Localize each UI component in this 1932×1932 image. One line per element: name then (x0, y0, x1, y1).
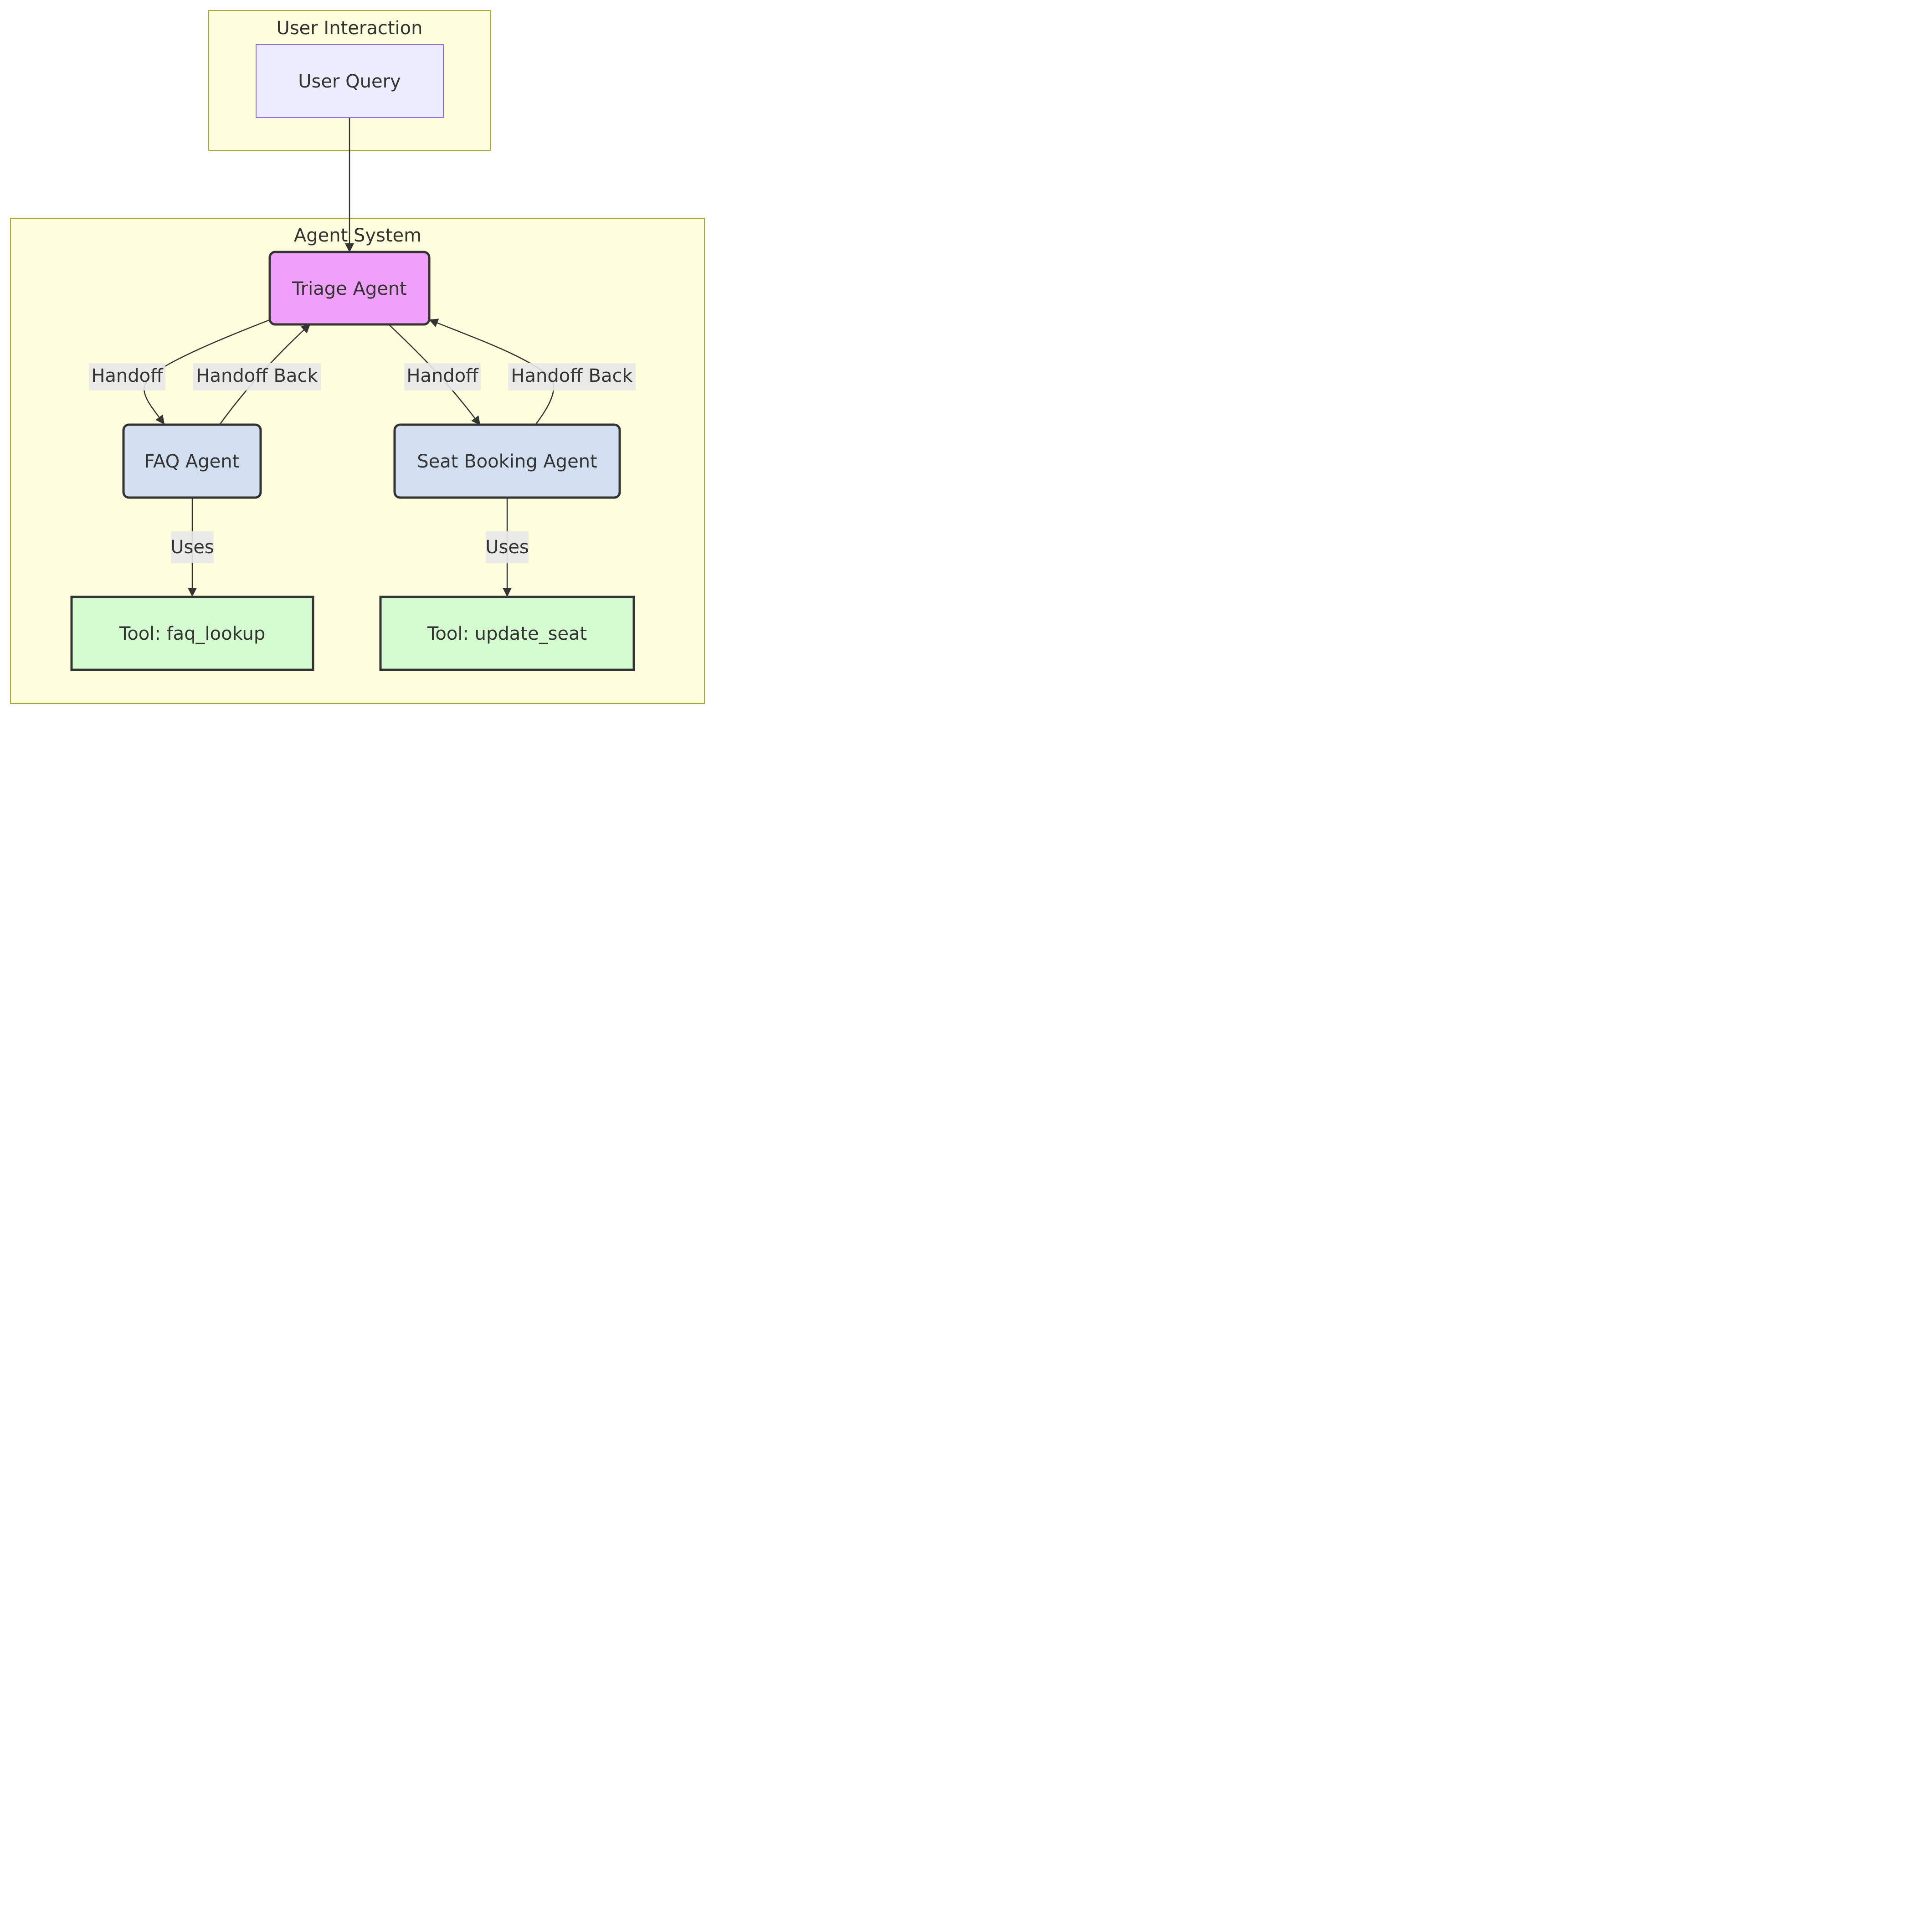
svg-text:Uses: Uses (170, 537, 214, 558)
svg-text:Tool: update_seat: Tool: update_seat (427, 623, 587, 644)
node-tool-update-seat: Tool: update_seat (379, 596, 635, 671)
edge-label-faq-to-triage: Handoff Back (193, 363, 321, 391)
agent-flow-diagram: User Interaction Agent System Handoff Ha… (10, 10, 705, 704)
node-tool-faq-lookup: Tool: faq_lookup (70, 596, 314, 671)
edge-label-seat-uses: Uses (485, 531, 529, 563)
edge-label-triage-to-faq: Handoff (89, 363, 165, 391)
svg-text:Handoff Back: Handoff Back (196, 365, 318, 386)
svg-text:Tool: faq_lookup: Tool: faq_lookup (119, 623, 266, 644)
svg-text:Seat Booking Agent: Seat Booking Agent (417, 451, 597, 472)
node-seat-booking-agent: Seat Booking Agent (393, 423, 621, 499)
edge-label-triage-to-seat: Handoff (404, 363, 481, 391)
svg-text:Triage Agent: Triage Agent (292, 278, 407, 299)
node-user-query: User Query (256, 44, 444, 118)
svg-text:FAQ Agent: FAQ Agent (144, 451, 240, 472)
svg-text:User Query: User Query (298, 71, 401, 92)
svg-text:Handoff: Handoff (91, 365, 164, 386)
cluster-user-interaction-label: User Interaction (277, 18, 423, 39)
svg-text:Handoff Back: Handoff Back (511, 365, 633, 386)
node-triage-agent: Triage Agent (268, 251, 431, 326)
edge-label-seat-to-triage: Handoff Back (508, 363, 636, 391)
svg-text:Uses: Uses (485, 537, 529, 558)
cluster-agent-system-label: Agent System (294, 225, 421, 246)
edge-label-faq-uses: Uses (170, 531, 214, 563)
node-faq-agent: FAQ Agent (122, 423, 262, 499)
svg-text:Handoff: Handoff (406, 365, 479, 386)
